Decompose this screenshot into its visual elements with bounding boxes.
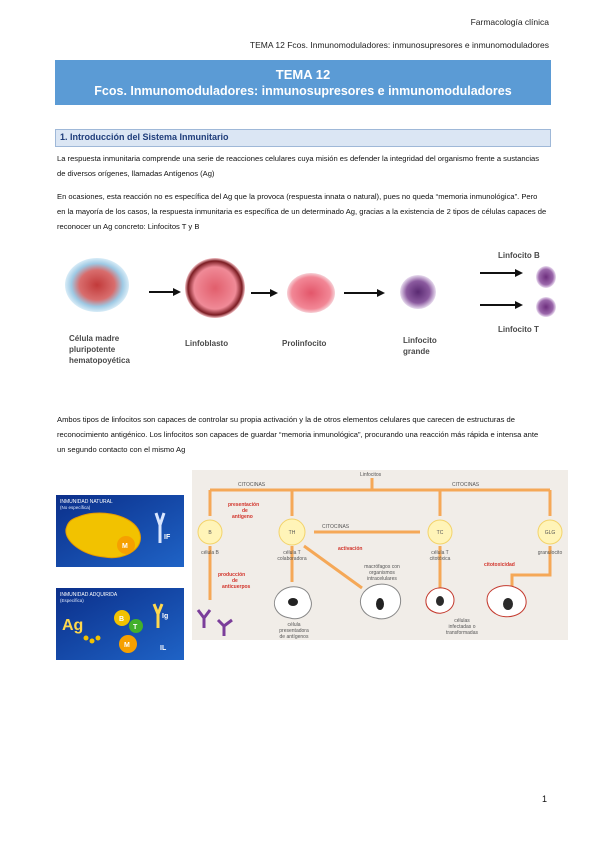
- prolymphocyte-shape: [287, 273, 335, 313]
- diagram-th-cell-label: TH: [289, 530, 296, 536]
- section-heading: 1. Introducción del Sistema Inmunitario: [60, 132, 229, 142]
- diagram-th-caption-2: colaboradora: [277, 556, 306, 562]
- diagram-citocinas-mid: CITOCINAS: [322, 524, 350, 530]
- diagram-b-caption: célula B: [201, 550, 219, 556]
- b-lymphocyte-shape: [536, 266, 556, 288]
- diagram-produccion-1: producción: [218, 572, 245, 578]
- label-large-lymphocyte-2: grande: [403, 347, 430, 356]
- stem-cell-shape: [65, 258, 129, 312]
- label-large-lymphocyte-1: Linfocito: [403, 336, 437, 345]
- diagram-macro-caption-1: macrófagos con: [364, 564, 400, 570]
- acquired-panel-m-cell: [119, 635, 137, 653]
- diagram-macro-caption-3: intracelulares: [367, 576, 397, 582]
- page-number: 1: [542, 794, 548, 804]
- acquired-panel-subtitle: (Específica): [60, 598, 84, 603]
- arrow-3: [344, 289, 385, 297]
- natural-panel-if-label: IF: [164, 534, 171, 541]
- diagram-activacion: activación: [338, 546, 362, 552]
- title-banner: TEMA 12 Fcos. Inmunomoduladores: inmunos…: [55, 60, 551, 105]
- acquired-panel-antibody: [152, 603, 164, 628]
- natural-panel-subtitle: (No específica): [60, 505, 91, 510]
- diagram-produccion-2: de: [232, 578, 238, 584]
- diagram-citocinas-right: CITOCINAS: [452, 482, 480, 488]
- acquired-panel-dot-1: [83, 635, 89, 641]
- label-stem-cell-3: hematopoyética: [69, 356, 130, 365]
- lymphoblast-shape: [185, 258, 245, 318]
- natural-immunity-panel: INMUNIDAD NATURAL (No específica) M IF: [56, 495, 184, 567]
- diagram-tc-cell-label: TC: [437, 530, 444, 536]
- diagram-infected-cell-1-nucleus: [436, 596, 444, 606]
- diagram-th-cell: [278, 518, 306, 546]
- header-topic: TEMA 12 Fcos. Inmunomoduladores: inmunos…: [249, 40, 549, 50]
- arrow-4: [480, 269, 523, 277]
- paragraph-2: En ocasiones, esta reacción no es especí…: [57, 192, 547, 231]
- diagram-th-caption-1: célula T: [283, 550, 300, 556]
- large-lymphocyte-shape: [400, 275, 436, 309]
- diagram-apc-caption-3: de antígenos: [280, 634, 309, 640]
- acquired-panel-m-label: M: [124, 642, 130, 649]
- acquired-panel-b-cell: [114, 610, 130, 626]
- arrow-2: [251, 289, 278, 297]
- diagram-b-cell: [197, 519, 223, 545]
- label-b-lymphocyte: Linfocito B: [498, 251, 540, 260]
- acquired-panel-b-label: B: [119, 616, 124, 623]
- diagram-infected-caption-1: células: [454, 618, 470, 624]
- natural-panel-m-cell: [117, 536, 135, 554]
- natural-panel-antibody: [154, 512, 166, 543]
- acquired-panel-t-cell: [129, 619, 143, 633]
- diagram-linfocitos: Linfocitos: [360, 472, 382, 478]
- diagram-antibodies: [196, 609, 233, 636]
- natural-panel-m-label: M: [122, 543, 128, 550]
- diagram-glg-caption: granulocito: [538, 550, 563, 556]
- label-stem-cell-1: Célula madre: [69, 334, 120, 343]
- diagram-apc-caption-2: presentadora: [279, 628, 309, 634]
- lymphocyte-differentiation-figure: Célula madre pluripotente hematopoyética…: [65, 251, 556, 365]
- diagram-infected-cell-2-nucleus: [503, 598, 513, 610]
- label-t-lymphocyte: Linfocito T: [498, 325, 539, 334]
- acquired-panel-t-label: T: [133, 624, 138, 631]
- diagram-presentacion-3: antígeno: [232, 514, 253, 520]
- diagram-tc-caption-2: citotóxica: [430, 556, 451, 562]
- diagram-macrophage-nucleus: [376, 598, 384, 610]
- diagram-infected-caption-2: infectadas o: [449, 624, 476, 630]
- diagram-presentacion-1: presentación: [228, 502, 259, 508]
- diagram-produccion-3: anticuerpos: [222, 584, 251, 590]
- diagram-tc-caption-1: célula T: [431, 550, 448, 556]
- arrow-5: [480, 301, 523, 309]
- natural-panel-title: INMUNIDAD NATURAL: [60, 499, 113, 505]
- diagram-citotoxicidad: citotoxicidad: [484, 562, 515, 568]
- paragraph-3: Ambos tipos de linfocitos son capaces de…: [57, 415, 539, 454]
- arrow-1: [149, 288, 181, 296]
- header-course: Farmacología clínica: [470, 17, 549, 27]
- diagram-b-cell-label: B: [208, 530, 212, 536]
- paragraph-1: La respuesta inmunitaria comprende una s…: [57, 154, 540, 178]
- acquired-panel-dot-2: [89, 638, 95, 644]
- diagram-glg-cell: [537, 519, 563, 545]
- diagram-apc-caption-1: célula: [287, 622, 300, 628]
- diagram-apc-nucleus: [288, 598, 298, 606]
- diagram-arrow-th-macro: [303, 544, 363, 590]
- diagram-arrow-glg-down: [510, 546, 552, 588]
- title-line1: TEMA 12: [275, 67, 331, 82]
- label-stem-cell-2: pluripotente: [69, 345, 116, 354]
- label-prolymphocyte: Prolinfocito: [282, 339, 327, 348]
- title-line2: Fcos. Inmunomoduladores: inmunosupresore…: [94, 84, 512, 98]
- acquired-immunity-panel: INMUNIDAD ADQUIRIDA (Específica) Ag B T …: [56, 588, 184, 660]
- acquired-panel-ig-label: Ig: [162, 613, 168, 620]
- acquired-panel-il-label: IL: [160, 645, 167, 652]
- diagram-presentacion-2: de: [242, 508, 248, 514]
- section-heading-box: 1. Introducción del Sistema Inmunitario: [55, 129, 551, 147]
- acquired-panel-ag-label: Ag: [62, 617, 83, 634]
- acquired-panel-title: INMUNIDAD ADQUIRIDA: [60, 592, 118, 598]
- label-lymphoblast: Linfoblasto: [185, 339, 228, 348]
- diagram-tc-cell: [427, 519, 453, 545]
- acquired-panel-dot-3: [95, 635, 101, 641]
- immune-response-diagram: Linfocitos CITOCINAS CITOCINAS CITOCINAS…: [192, 470, 568, 640]
- diagram-glg-cell-label: GLG: [545, 530, 556, 536]
- t-lymphocyte-shape: [536, 297, 556, 317]
- diagram-citocinas-left: CITOCINAS: [238, 482, 266, 488]
- diagram-macro-caption-2: organismos: [369, 570, 395, 576]
- diagram-infected-caption-3: transformadas: [446, 630, 478, 636]
